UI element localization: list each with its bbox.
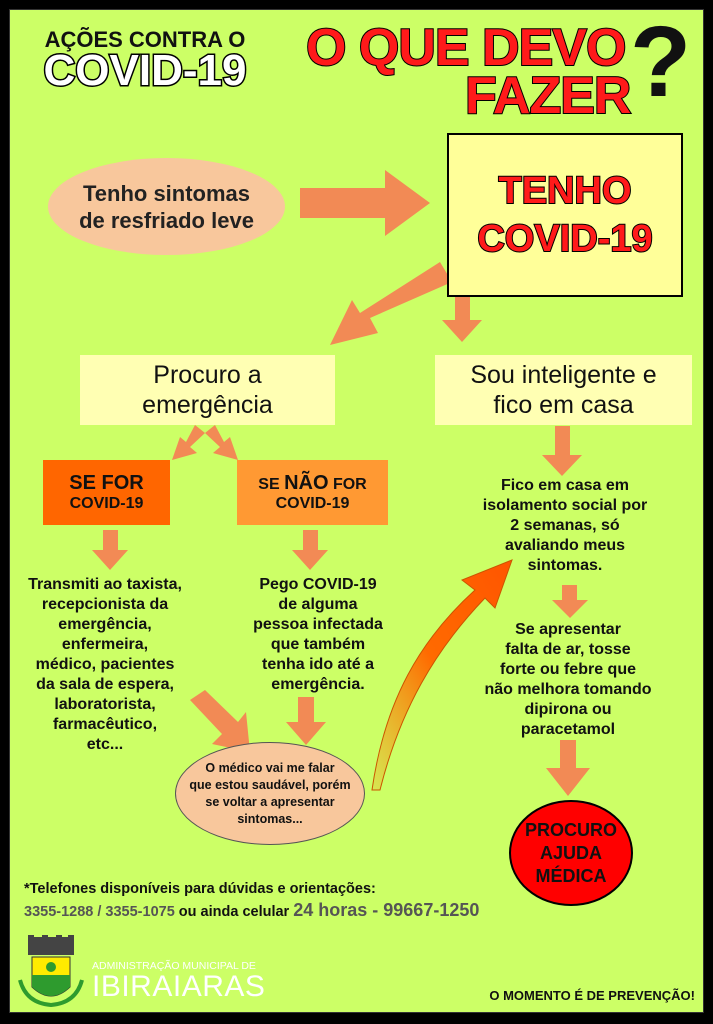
arrow-split-left [172,425,205,460]
option-emergency-box: Procuro a emergência [80,355,335,425]
arrow-down-help [546,740,590,796]
text-line: pessoa infectada [253,616,383,633]
header-subtitle: AÇÕES CONTRA O [44,27,246,52]
text-line: se voltar a apresentar [205,794,335,809]
text-line: enfermeira, [61,636,149,653]
header-covid: COVID-19 [42,45,248,97]
text-line: Se apresentar [515,621,621,638]
text-line: MÉDICA [535,865,607,886]
text-line: isolamento social por [482,497,648,514]
if-covid-line2: COVID-19 [69,495,144,512]
caught-text: Pego COVID-19 de alguma pessoa infectada… [238,575,398,695]
if-not-strong: NÃO [284,472,329,494]
text-line: não melhora tomando [484,681,652,698]
header-question-line1: O QUE DEVO [305,19,627,77]
slogan: O MOMENTO É DE PREVENÇÃO! [489,988,695,1003]
phones-numbers: 3355-1288 / 3355-1075 [24,904,175,920]
doctor-oval: O médico vai me falar que estou saudável… [175,742,365,845]
seek-help-circle: PROCURO AJUDA MÉDICA [509,800,633,906]
arrow-down-covid [92,530,128,570]
header-question-line2: FAZER [464,67,632,125]
start-line: Tenho sintomas [82,180,251,206]
text-line: emergência. [271,676,365,693]
text-line: médico, pacientes [35,656,175,673]
start-line: de resfriado leve [79,207,254,233]
text-line: Pego COVID-19 [259,576,377,593]
if-not-covid-box: SE NÃO FOR COVID-19 [237,460,388,525]
text-line: AJUDA [539,842,602,863]
if-not-post: FOR [328,476,367,493]
text-line: 2 semanas, só [510,517,620,534]
option-line: emergência [142,391,273,419]
if-not-pre: SE [258,476,285,493]
text-line: sintomas. [527,557,603,574]
text-line: que também [270,636,366,653]
text-line: sintomas... [237,811,303,826]
text-line: farmacêutico, [52,716,158,733]
option-line: Sou inteligente e [470,361,657,389]
if-covid-box: SE FOR COVID-19 [43,460,170,525]
phones-title: *Telefones disponíveis para dúvidas e or… [24,881,376,897]
text-line: Fico em casa em [500,477,630,494]
diagnosis-box: TENHO COVID-19 [447,133,683,297]
if-not-covid-line2: COVID-19 [275,495,350,512]
warning-signs-text: Se apresentar falta de ar, tosse forte o… [468,620,668,740]
home-isolation-text: Fico em casa em isolamento social por 2 … [470,476,660,576]
diagnosis-line: COVID-19 [476,217,653,261]
text-line: PROCURO [524,819,617,840]
diagnosis-line: TENHO [498,169,633,213]
arrow-down-isolation [542,426,582,476]
text-line: falta de ar, tosse [505,641,631,658]
text-line: laboratorista, [54,696,156,713]
text-line: de alguma [278,596,358,613]
admin-label: ADMINISTRAÇÃO MUNICIPAL DE [92,960,256,972]
city-name: IBIRAIARAS [92,970,266,1003]
if-covid-line1: SE FOR [69,472,144,494]
text-line: dipirona ou [524,701,612,718]
text-line: emergência, [58,616,152,633]
phones-line: 3355-1288 / 3355-1075 ou ainda celular 2… [24,900,479,921]
arrow-down-left [330,262,452,345]
arrow-split-right [205,425,238,460]
text-line: tenha ido até a [261,656,375,673]
arrow-down-home [442,297,482,342]
municipal-coat-of-arms-icon [18,935,84,1008]
text-line: da sala de espera, [36,676,174,693]
phones-mid: ou ainda celular [174,904,294,920]
text-line: paracetamol [520,721,616,738]
question-mark-icon: ? [630,6,692,118]
text-line: que estou saudável, porém [189,777,351,792]
start-symptoms-oval: Tenho sintomas de resfriado leve [48,158,285,255]
arrow-down-notcovid [292,530,328,570]
arrow-down-warning [552,585,588,618]
arrow-diag-doctor [190,690,250,752]
transmitted-text: Transmiti ao taxista, recepcionista da e… [15,575,195,755]
arrow-down-doctor [286,697,326,745]
text-line: Transmiti ao taxista, [28,576,182,593]
option-line: Procuro a [153,361,262,389]
text-line: recepcionista da [41,596,169,613]
curved-arrow [371,559,513,791]
arrow-right [300,170,430,236]
cell-number: 24 horas - 99667-1250 [293,900,480,920]
option-home-box: Sou inteligente e fico em casa [435,355,692,425]
text-line: forte ou febre que [499,661,636,678]
text-line: etc... [86,736,124,753]
text-line: avaliando meus [504,537,626,554]
option-line: fico em casa [493,391,634,419]
text-line: O médico vai me falar [205,760,335,775]
